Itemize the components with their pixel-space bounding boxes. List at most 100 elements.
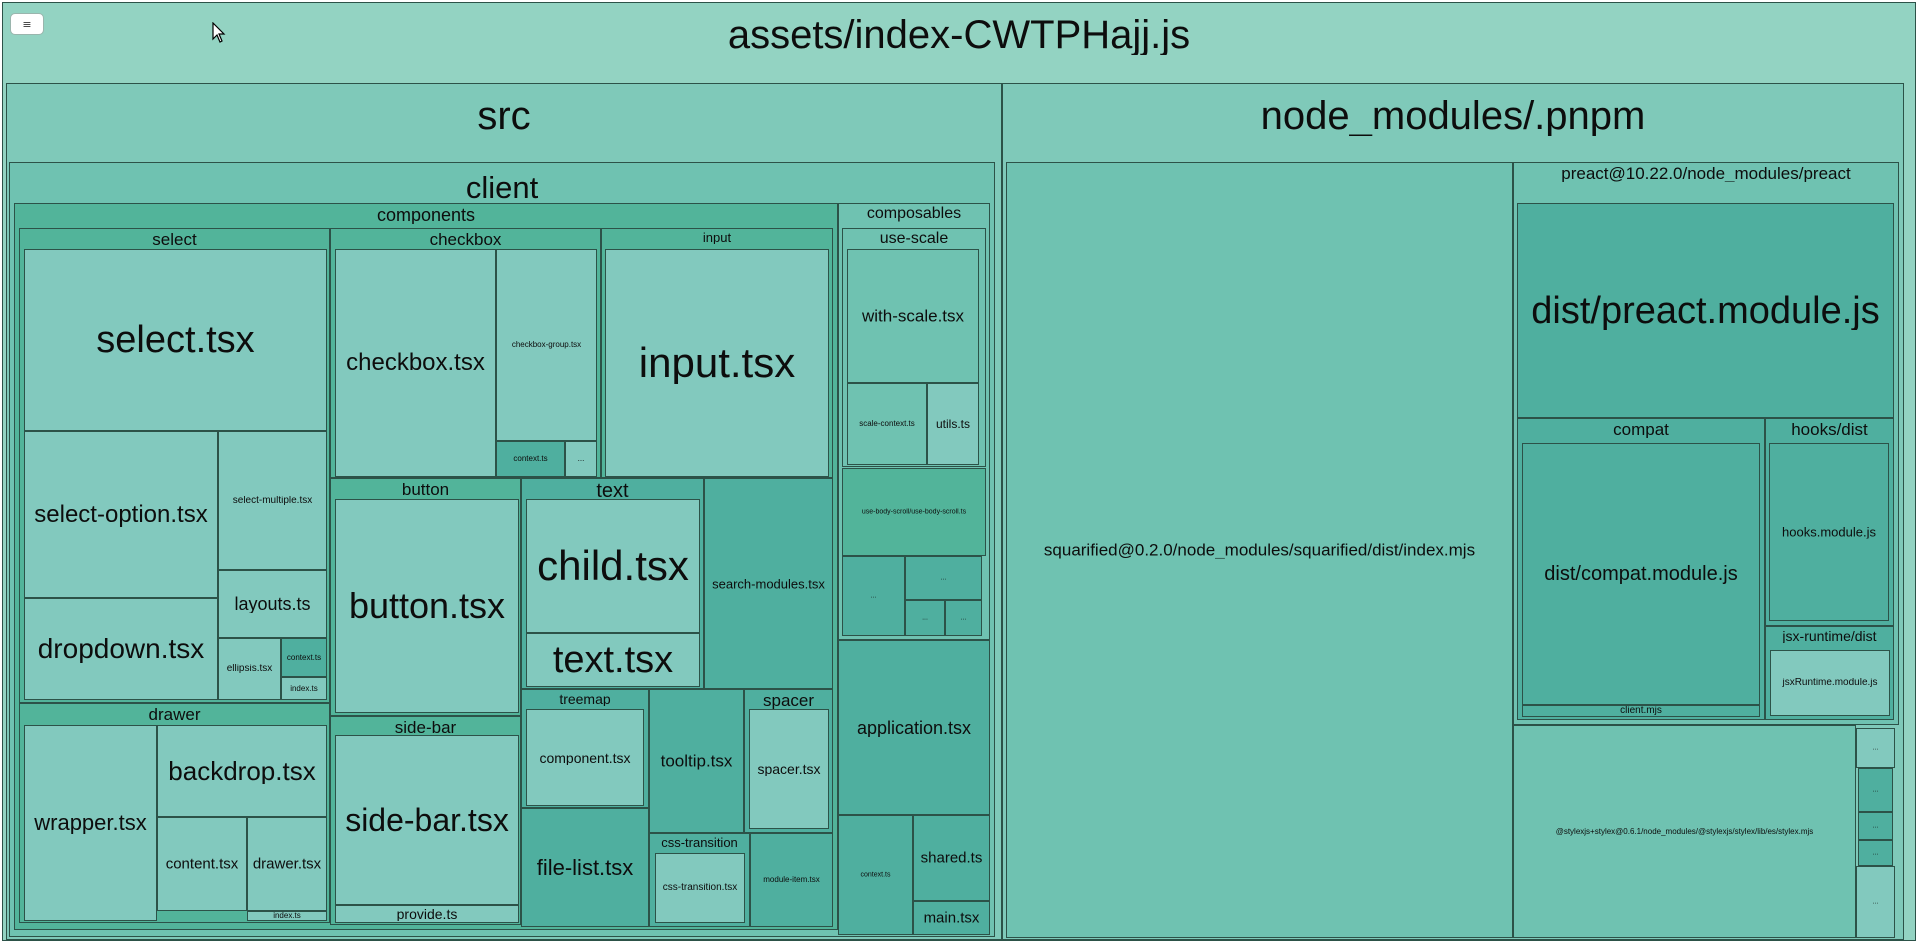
treemap-file-content-tsx[interactable]: content.tsx: [157, 817, 247, 911]
treemap-file-tooltip-tsx[interactable]: tooltip.tsx: [649, 689, 744, 833]
treemap-file-ellipsis[interactable]: ...: [1858, 840, 1893, 866]
treemap-label: drawer: [148, 706, 201, 723]
treemap-file-context-ts[interactable]: context.ts: [281, 638, 327, 677]
treemap-label: src: [477, 96, 531, 136]
treemap-file-backdrop-tsx[interactable]: backdrop.tsx: [157, 725, 327, 817]
treemap-file-ellipsis[interactable]: ...: [842, 556, 905, 636]
treemap-label: context.ts: [860, 871, 891, 879]
treemap-label: squarified@0.2.0/node_modules/squarified…: [1043, 541, 1476, 559]
treemap-label: provide.ts: [396, 907, 458, 921]
treemap-label: hooks/dist: [1791, 421, 1868, 438]
treemap-label: backdrop.tsx: [168, 758, 316, 784]
treemap-label: file-list.tsx: [536, 856, 634, 879]
treemap-file-ellipsis[interactable]: ...: [1858, 812, 1893, 840]
treemap-label: module-item.tsx: [763, 876, 820, 884]
treemap-label: checkbox.tsx: [346, 351, 485, 375]
treemap-file-index-ts[interactable]: index.ts: [281, 677, 327, 700]
treemap-label: client.mjs: [1620, 706, 1662, 716]
treemap-file-application-tsx[interactable]: application.tsx: [838, 640, 990, 815]
treemap-file-client-mjs[interactable]: client.mjs: [1522, 705, 1760, 717]
treemap-file-wrapper-tsx[interactable]: wrapper.tsx: [24, 725, 157, 921]
treemap-file-search-modules-tsx[interactable]: search-modules.tsx: [704, 478, 833, 689]
treemap-label: text.tsx: [552, 641, 674, 679]
treemap-label: scale-context.ts: [859, 420, 915, 428]
treemap-label: context.ts: [513, 455, 548, 463]
treemap-label: ...: [577, 455, 585, 463]
treemap-file-ellipsis[interactable]: ...: [1856, 866, 1895, 938]
treemap-file-layouts-ts[interactable]: layouts.ts: [218, 570, 327, 638]
treemap-file-shared-ts[interactable]: shared.ts: [913, 815, 990, 901]
treemap-file-spacer-tsx[interactable]: spacer.tsx: [749, 709, 829, 829]
treemap-file-css-transition-tsx[interactable]: css-transition.tsx: [655, 853, 745, 923]
treemap-label: select: [152, 231, 197, 248]
treemap-file-dist-compat-module-js[interactable]: dist/compat.module.js: [1522, 443, 1760, 705]
treemap-label: index.ts: [290, 684, 318, 693]
treemap-label: button.tsx: [348, 588, 506, 624]
treemap-file-select-tsx[interactable]: select.tsx: [24, 249, 327, 431]
treemap-label: content.tsx: [165, 856, 239, 872]
treemap-file-child-tsx[interactable]: child.tsx: [526, 499, 700, 633]
treemap-file-side-bar-tsx[interactable]: side-bar.tsx: [335, 735, 519, 905]
treemap-label: composables: [866, 206, 962, 222]
treemap-file-button-tsx[interactable]: button.tsx: [335, 499, 519, 713]
treemap-file-file-list-tsx[interactable]: file-list.tsx: [521, 808, 649, 927]
treemap-label: treemap: [559, 692, 611, 706]
treemap-file-input-tsx[interactable]: input.tsx: [605, 249, 829, 477]
treemap-label: component.tsx: [539, 750, 631, 765]
treemap-label: ellipsis.tsx: [226, 664, 273, 674]
treemap-label: main.tsx: [923, 910, 980, 926]
treemap-file-context-ts[interactable]: context.ts: [496, 441, 565, 477]
treemap-label: jsxRuntime.module.js: [1782, 678, 1878, 688]
treemap-label: input.tsx: [638, 342, 796, 384]
treemap-file-text-tsx[interactable]: text.tsx: [526, 633, 700, 687]
treemap-file-squarified-0-2-0-node-modules-squarified-dist-index-mjs[interactable]: squarified@0.2.0/node_modules/squarified…: [1006, 162, 1513, 938]
treemap-label: use-scale: [879, 231, 949, 247]
mouse-cursor-icon: [212, 22, 226, 43]
treemap-label: tooltip.tsx: [660, 752, 733, 770]
treemap-file-ellipsis[interactable]: ...: [905, 556, 982, 600]
treemap-label: ...: [1872, 822, 1879, 830]
treemap-file-scale-context-ts[interactable]: scale-context.ts: [847, 383, 927, 465]
treemap-file-drawer-tsx[interactable]: drawer.tsx: [247, 817, 327, 911]
treemap-file-dropdown-tsx[interactable]: dropdown.tsx: [24, 598, 218, 700]
treemap-label: ...: [870, 592, 877, 600]
treemap-label: shared.ts: [920, 850, 983, 866]
treemap-file-with-scale-tsx[interactable]: with-scale.tsx: [847, 249, 979, 383]
treemap-file-stylexjs-stylex-0-6-1-node-modules-stylexjs-stylex-lib-es-stylex-mjs[interactable]: @stylexjs+stylex@0.6.1/node_modules/@sty…: [1513, 725, 1856, 938]
treemap-file-dist-preact-module-js[interactable]: dist/preact.module.js: [1517, 203, 1894, 418]
treemap-file-ellipsis-tsx[interactable]: ellipsis.tsx: [218, 638, 281, 700]
treemap-label: dropdown.tsx: [37, 635, 205, 663]
treemap-label: input: [702, 231, 732, 244]
treemap-file-select-multiple-tsx[interactable]: select-multiple.tsx: [218, 431, 327, 570]
treemap-file-checkbox-tsx[interactable]: checkbox.tsx: [335, 249, 496, 477]
treemap-file-ellipsis[interactable]: ...: [1858, 768, 1893, 812]
treemap-file-context-ts[interactable]: context.ts: [838, 815, 913, 935]
treemap-file-component-tsx[interactable]: component.tsx: [526, 709, 644, 806]
treemap-file-select-option-tsx[interactable]: select-option.tsx: [24, 431, 218, 598]
treemap-file-hooks-module-js[interactable]: hooks.module.js: [1769, 443, 1889, 621]
treemap-file-ellipsis[interactable]: ...: [565, 441, 597, 477]
treemap-label: context.ts: [286, 653, 322, 662]
treemap-file-index-ts[interactable]: index.ts: [247, 911, 327, 921]
treemap-file-module-item-tsx[interactable]: module-item.tsx: [750, 833, 833, 927]
treemap-label: text: [596, 481, 629, 501]
menu-button[interactable]: ≡: [10, 13, 44, 35]
treemap-file-main-tsx[interactable]: main.tsx: [913, 901, 990, 935]
treemap-label: compat: [1613, 421, 1669, 438]
treemap-file-utils-ts[interactable]: utils.ts: [927, 383, 979, 465]
treemap-label: dist/preact.module.js: [1531, 291, 1880, 330]
treemap-file-ellipsis[interactable]: ...: [905, 600, 945, 636]
treemap-label: preact@10.22.0/node_modules/preact: [1561, 165, 1851, 182]
treemap-file-ellipsis[interactable]: ...: [945, 600, 982, 636]
treemap-file-checkbox-group-tsx[interactable]: checkbox-group.tsx: [496, 249, 597, 441]
treemap-label: ...: [960, 614, 967, 622]
treemap-file-provide-ts[interactable]: provide.ts: [335, 905, 519, 923]
treemap-label: ...: [1872, 849, 1879, 857]
treemap-label: client: [465, 172, 539, 203]
menu-icon: ≡: [22, 17, 32, 31]
treemap-file-jsxruntime-module-js[interactable]: jsxRuntime.module.js: [1770, 650, 1890, 716]
treemap-file-ellipsis[interactable]: ...: [1856, 728, 1895, 768]
treemap-file-use-body-scroll-use-body-scroll-ts[interactable]: use-body-scroll/use-body-scroll.ts: [842, 468, 986, 556]
treemap-label: search-modules.tsx: [712, 577, 825, 590]
